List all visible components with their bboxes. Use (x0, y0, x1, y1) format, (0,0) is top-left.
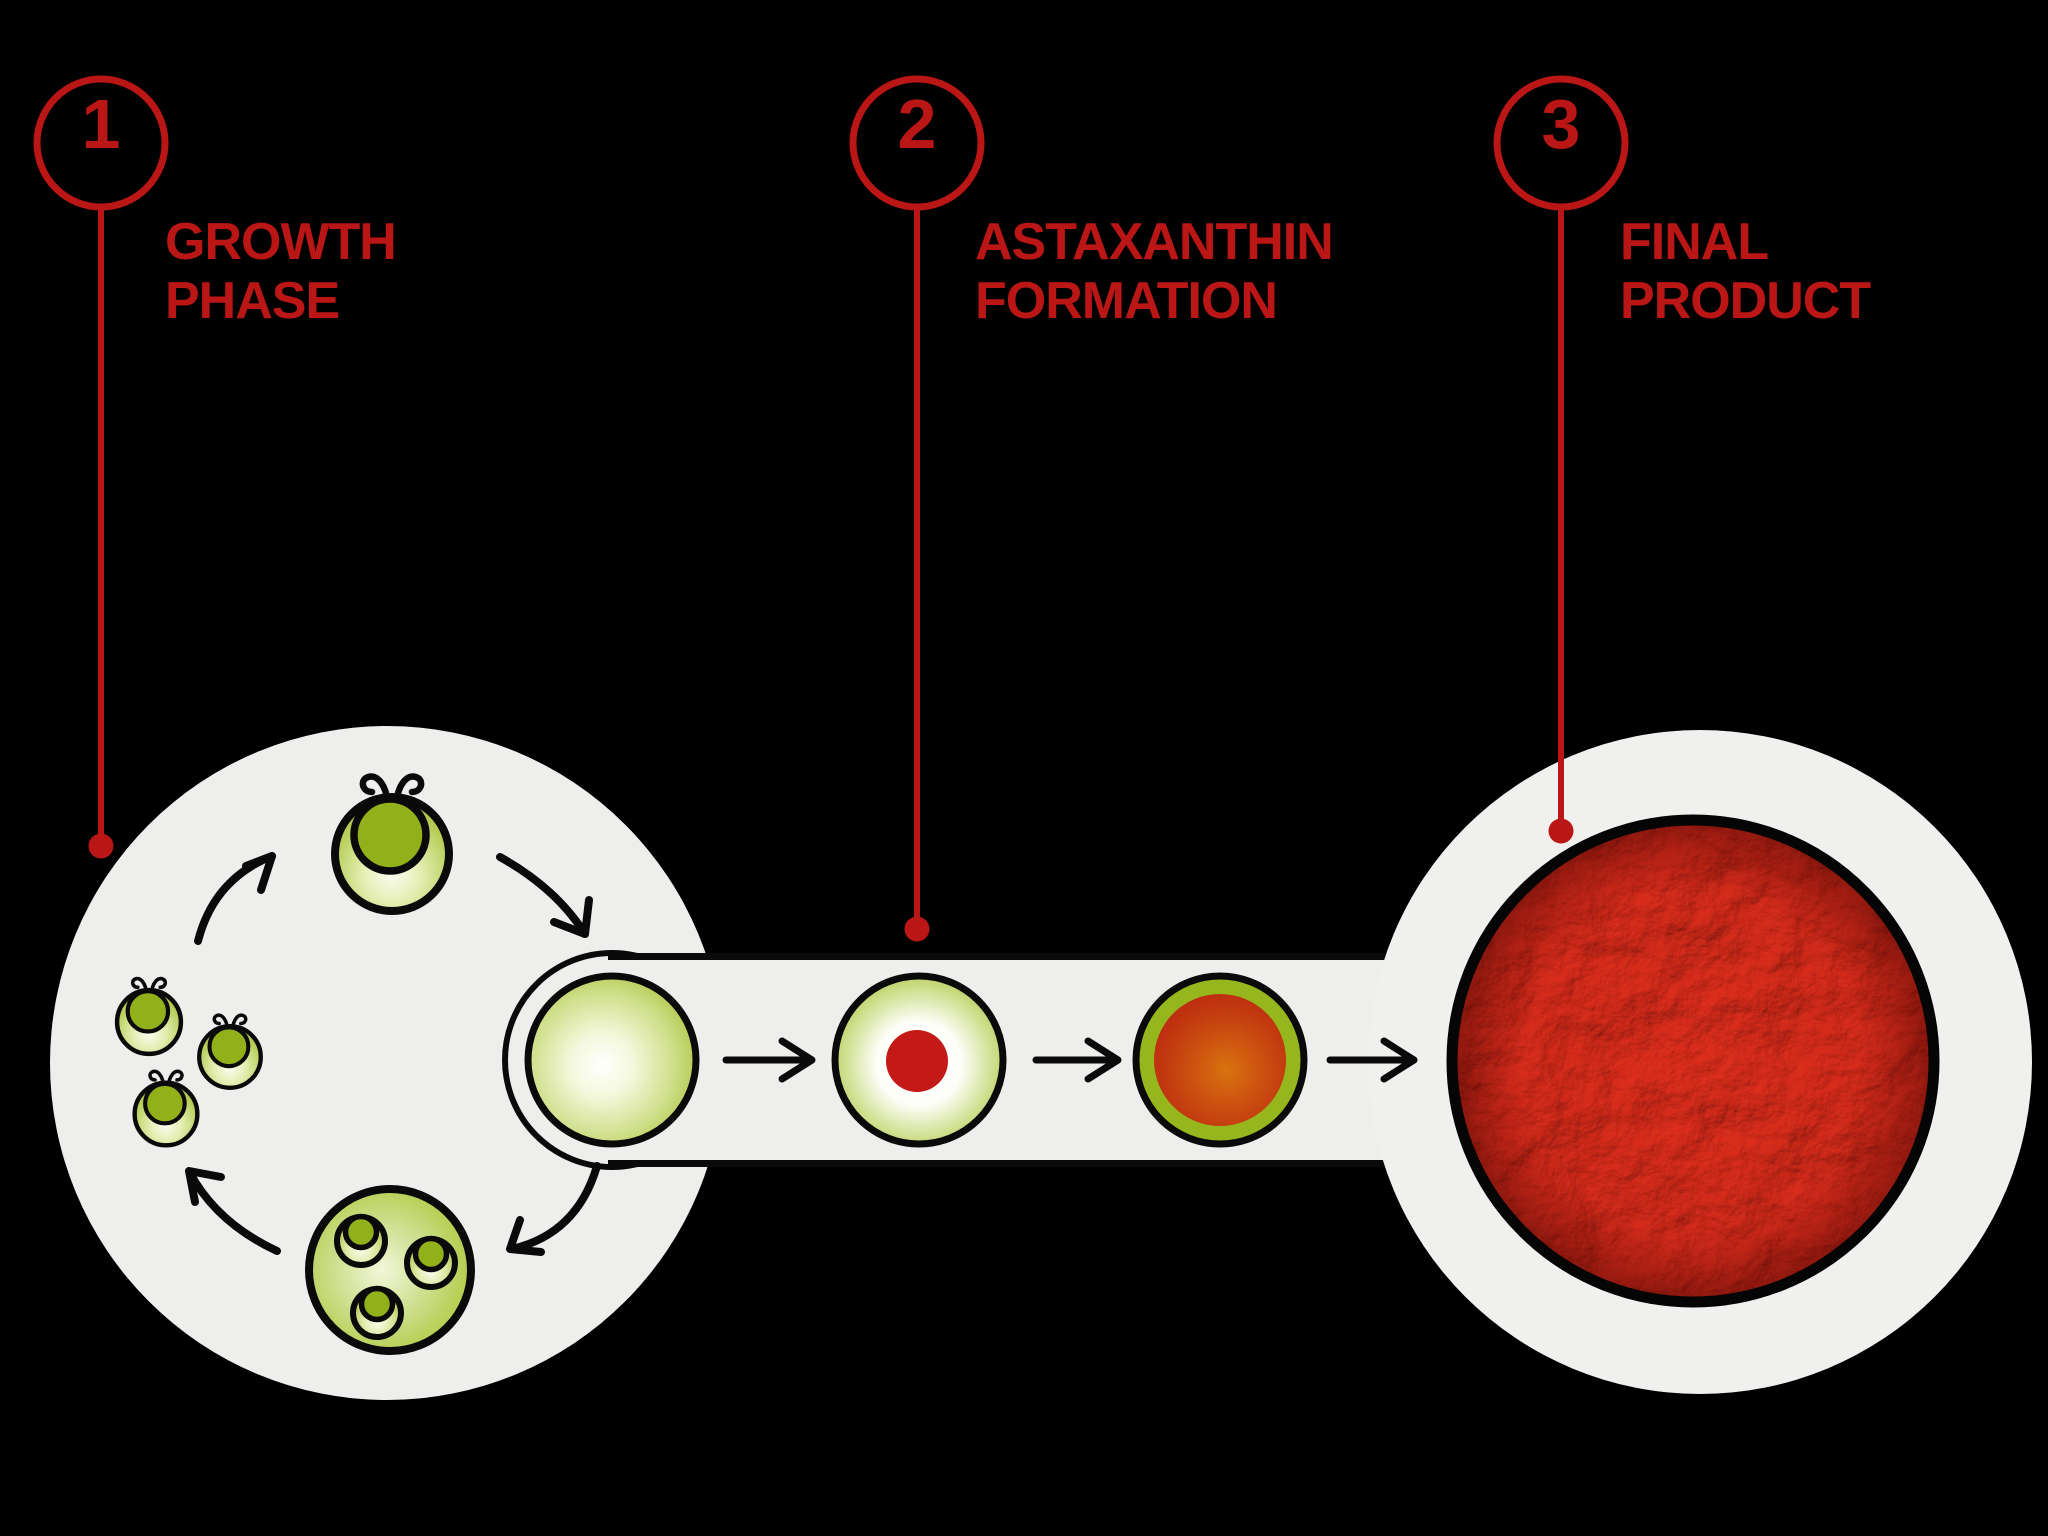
step-2-pin-dot (904, 916, 930, 942)
step-3-marker (1493, 75, 1629, 211)
sporangium-cell-icon (305, 1185, 475, 1355)
cycle-arrow-icon (506, 1162, 601, 1256)
powder-photo (1446, 814, 1940, 1308)
step-3-number: 3 (1542, 85, 1581, 163)
step-2-marker (849, 75, 985, 211)
flow-arrow-icon (1032, 1037, 1122, 1083)
step-1-pin-dot (88, 833, 114, 859)
step-2-label-line2: FORMATION (975, 272, 1277, 330)
step-1-marker (33, 75, 169, 211)
step-2-number: 2 (898, 85, 937, 163)
flow-arrow-icon (722, 1037, 816, 1083)
cycle-arrow-icon (194, 852, 276, 945)
step-1-label-line1: GROWTH (165, 213, 396, 271)
cycle-arrow-icon (496, 853, 593, 938)
flow-arrow-icon (1326, 1037, 1418, 1083)
step-1-number: 1 (82, 85, 121, 163)
step-3-label-line2: PRODUCT (1620, 272, 1871, 330)
step-2-label-line1: ASTAXANTHIN (975, 213, 1333, 271)
step-3-pin-dot (1548, 818, 1574, 844)
step-3-label-line1: FINAL (1620, 213, 1768, 271)
encysting-cell-icon (831, 972, 1007, 1148)
vegetative-cell-icon (524, 972, 700, 1148)
cycle-arrow-icon (185, 1167, 281, 1255)
astaxanthin-rich-cell-icon (1132, 972, 1308, 1148)
step-1-label-line2: PHASE (165, 272, 339, 330)
